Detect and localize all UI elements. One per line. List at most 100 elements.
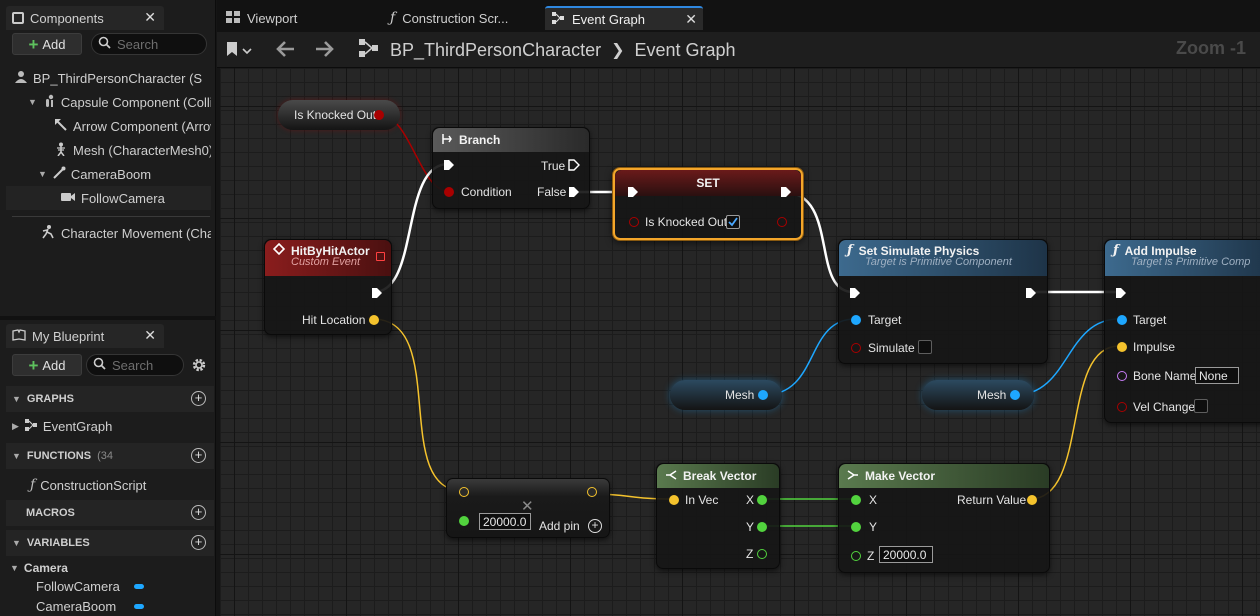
bool-pin-icon[interactable] bbox=[444, 187, 454, 197]
tab-viewport[interactable]: Viewport bbox=[220, 6, 380, 30]
eventgraph-item[interactable]: ▶ EventGraph bbox=[6, 414, 211, 438]
exec-in-pin-icon[interactable] bbox=[627, 186, 639, 198]
vector-pin-icon[interactable] bbox=[459, 487, 469, 497]
tab-construction-script[interactable]: ƒ Construction Scr... bbox=[384, 6, 544, 30]
tab-event-graph[interactable]: Event Graph ✕ bbox=[545, 6, 703, 30]
vector-out-pin-icon[interactable] bbox=[587, 487, 597, 497]
float-out-pin-icon[interactable] bbox=[757, 549, 767, 559]
checkbox-checked[interactable] bbox=[726, 215, 740, 229]
exec-in-pin-icon[interactable] bbox=[849, 287, 861, 299]
breadcrumb: BP_ThirdPersonCharacter ❯ Event Graph bbox=[358, 38, 736, 62]
node-title: Set Simulate Physics bbox=[858, 243, 980, 258]
exec-in-pin-icon[interactable] bbox=[443, 159, 455, 171]
vector-out-pin-icon[interactable] bbox=[1027, 495, 1037, 505]
get-is-knocked-out-node[interactable]: Is Knocked Out bbox=[278, 100, 400, 130]
my-blueprint-search-input[interactable]: Search bbox=[86, 354, 184, 376]
add-impulse-node[interactable]: ƒ Add Impulse Target is Primitive Comp T… bbox=[1104, 239, 1260, 423]
exec-out-pin-icon[interactable] bbox=[371, 287, 383, 299]
forward-button[interactable] bbox=[314, 40, 334, 61]
pure-header: Make Vector bbox=[839, 464, 1049, 488]
bool-out-pin-icon[interactable] bbox=[777, 217, 787, 227]
object-pin-icon[interactable] bbox=[1010, 390, 1020, 400]
gear-icon[interactable] bbox=[190, 356, 208, 377]
close-icon[interactable]: ✕ bbox=[144, 327, 156, 343]
exec-out-pin-icon[interactable] bbox=[568, 159, 580, 171]
set-node[interactable]: SET Is Knocked Out bbox=[613, 168, 803, 240]
hit-event-node[interactable]: HitByHitActor Custom Event Hit Location bbox=[264, 239, 392, 335]
bone-name-input[interactable]: None bbox=[1195, 367, 1239, 384]
close-icon[interactable]: ✕ bbox=[144, 9, 156, 25]
close-icon[interactable]: ✕ bbox=[685, 11, 697, 27]
break-vector-node[interactable]: Break Vector In Vec X Y Z bbox=[656, 463, 780, 569]
float-pin-icon[interactable] bbox=[851, 495, 861, 505]
multiply-node[interactable]: ✕ 20000.0 Add pin + bbox=[446, 478, 610, 538]
exec-out-pin-icon[interactable] bbox=[780, 186, 792, 198]
make-vector-node[interactable]: Make Vector X Return Value Y Z 20000.0 bbox=[838, 463, 1050, 573]
object-pin-icon[interactable] bbox=[758, 390, 768, 400]
bool-pin-icon[interactable] bbox=[1117, 402, 1127, 412]
tree-item-cameraboom[interactable]: ▼ CameraBoom bbox=[6, 162, 211, 186]
vel-change-checkbox[interactable] bbox=[1194, 399, 1208, 413]
add-circle-icon[interactable]: + bbox=[191, 391, 206, 406]
name-pin-icon[interactable] bbox=[1117, 371, 1127, 381]
functions-section[interactable]: ▼ FUNCTIONS (34 + bbox=[6, 443, 214, 469]
category-label: Camera bbox=[23, 561, 68, 575]
my-blueprint-add-button[interactable]: + Add bbox=[12, 354, 82, 376]
my-blueprint-tab[interactable]: My Blueprint ✕ bbox=[6, 324, 164, 348]
tree-item-movement[interactable]: Character Movement (Cha bbox=[6, 221, 211, 245]
object-pin-icon[interactable] bbox=[1117, 315, 1127, 325]
branch-node[interactable]: Branch True Condition False bbox=[432, 127, 590, 209]
add-circle-icon[interactable]: + bbox=[191, 448, 206, 463]
variable-item[interactable]: FollowCamera bbox=[36, 576, 206, 596]
variable-item[interactable]: CameraBoom bbox=[36, 596, 206, 616]
float-pin-icon[interactable] bbox=[851, 551, 861, 561]
graphs-section[interactable]: ▼ GRAPHS + bbox=[6, 386, 214, 412]
float-out-pin-icon[interactable] bbox=[757, 495, 767, 505]
node-subtitle: Target is Primitive Comp bbox=[1131, 256, 1251, 268]
variable-category[interactable]: ▼ Camera bbox=[6, 556, 211, 580]
components-add-button[interactable]: + Add bbox=[12, 33, 82, 55]
float-pin-icon[interactable] bbox=[851, 522, 861, 532]
node-title: Add Impulse bbox=[1124, 243, 1197, 258]
tree-item-capsule[interactable]: ▼ Capsule Component (Collis bbox=[6, 90, 211, 114]
multiply-value-input[interactable]: 20000.0 bbox=[479, 513, 531, 530]
z-value-input[interactable]: 20000.0 bbox=[879, 546, 933, 563]
zoom-readout: Zoom -1 bbox=[1176, 38, 1246, 58]
exec-in-pin-icon[interactable] bbox=[1115, 287, 1127, 299]
add-circle-icon[interactable]: + bbox=[191, 535, 206, 550]
delegate-pin-icon[interactable] bbox=[376, 252, 385, 261]
bool-pin-icon[interactable] bbox=[629, 217, 639, 227]
breadcrumb-root[interactable]: BP_ThirdPersonCharacter bbox=[390, 39, 602, 60]
float-out-pin-icon[interactable] bbox=[757, 522, 767, 532]
bool-pin-icon[interactable] bbox=[851, 343, 861, 353]
constructionscript-item[interactable]: ƒ ConstructionScript bbox=[6, 473, 211, 497]
bool-pin-icon[interactable] bbox=[374, 110, 384, 120]
variables-section[interactable]: ▼ VARIABLES + bbox=[6, 530, 214, 556]
add-circle-icon[interactable]: + bbox=[588, 519, 602, 533]
components-tab[interactable]: Components ✕ bbox=[6, 6, 164, 30]
plus-icon: + bbox=[28, 355, 39, 375]
set-simulate-physics-node[interactable]: ƒ Set Simulate Physics Target is Primiti… bbox=[838, 239, 1048, 364]
vector-pin-icon[interactable] bbox=[669, 495, 679, 505]
vector-pin-icon[interactable] bbox=[1117, 342, 1127, 352]
tree-item-followcamera[interactable]: FollowCamera bbox=[6, 186, 211, 210]
get-mesh-node[interactable]: Mesh bbox=[670, 380, 782, 410]
add-circle-icon[interactable]: + bbox=[191, 505, 206, 520]
tree-item-root[interactable]: BP_ThirdPersonCharacter (S bbox=[6, 66, 211, 90]
components-search-input[interactable]: Search bbox=[91, 33, 207, 55]
back-button[interactable] bbox=[276, 40, 296, 61]
tree-item-arrow[interactable]: Arrow Component (Arrow bbox=[6, 114, 211, 138]
macros-section[interactable]: MACROS + bbox=[6, 500, 214, 526]
get-mesh-node[interactable]: Mesh bbox=[922, 380, 1034, 410]
object-pin-icon[interactable] bbox=[851, 315, 861, 325]
bookmark-button[interactable] bbox=[226, 41, 252, 60]
tree-item-mesh[interactable]: Mesh (CharacterMesh0) bbox=[6, 138, 211, 162]
float-pin-icon[interactable] bbox=[459, 516, 469, 526]
graph-canvas[interactable]: Is Knocked Out Branch True Condition Fal… bbox=[220, 68, 1260, 616]
simulate-checkbox[interactable] bbox=[918, 340, 932, 354]
exec-out-pin-icon[interactable] bbox=[568, 186, 580, 198]
exec-out-pin-icon[interactable] bbox=[1025, 287, 1037, 299]
panel-splitter[interactable] bbox=[0, 316, 216, 320]
multiply-icon: ✕ bbox=[521, 498, 534, 515]
vector-pin-icon[interactable] bbox=[369, 315, 379, 325]
